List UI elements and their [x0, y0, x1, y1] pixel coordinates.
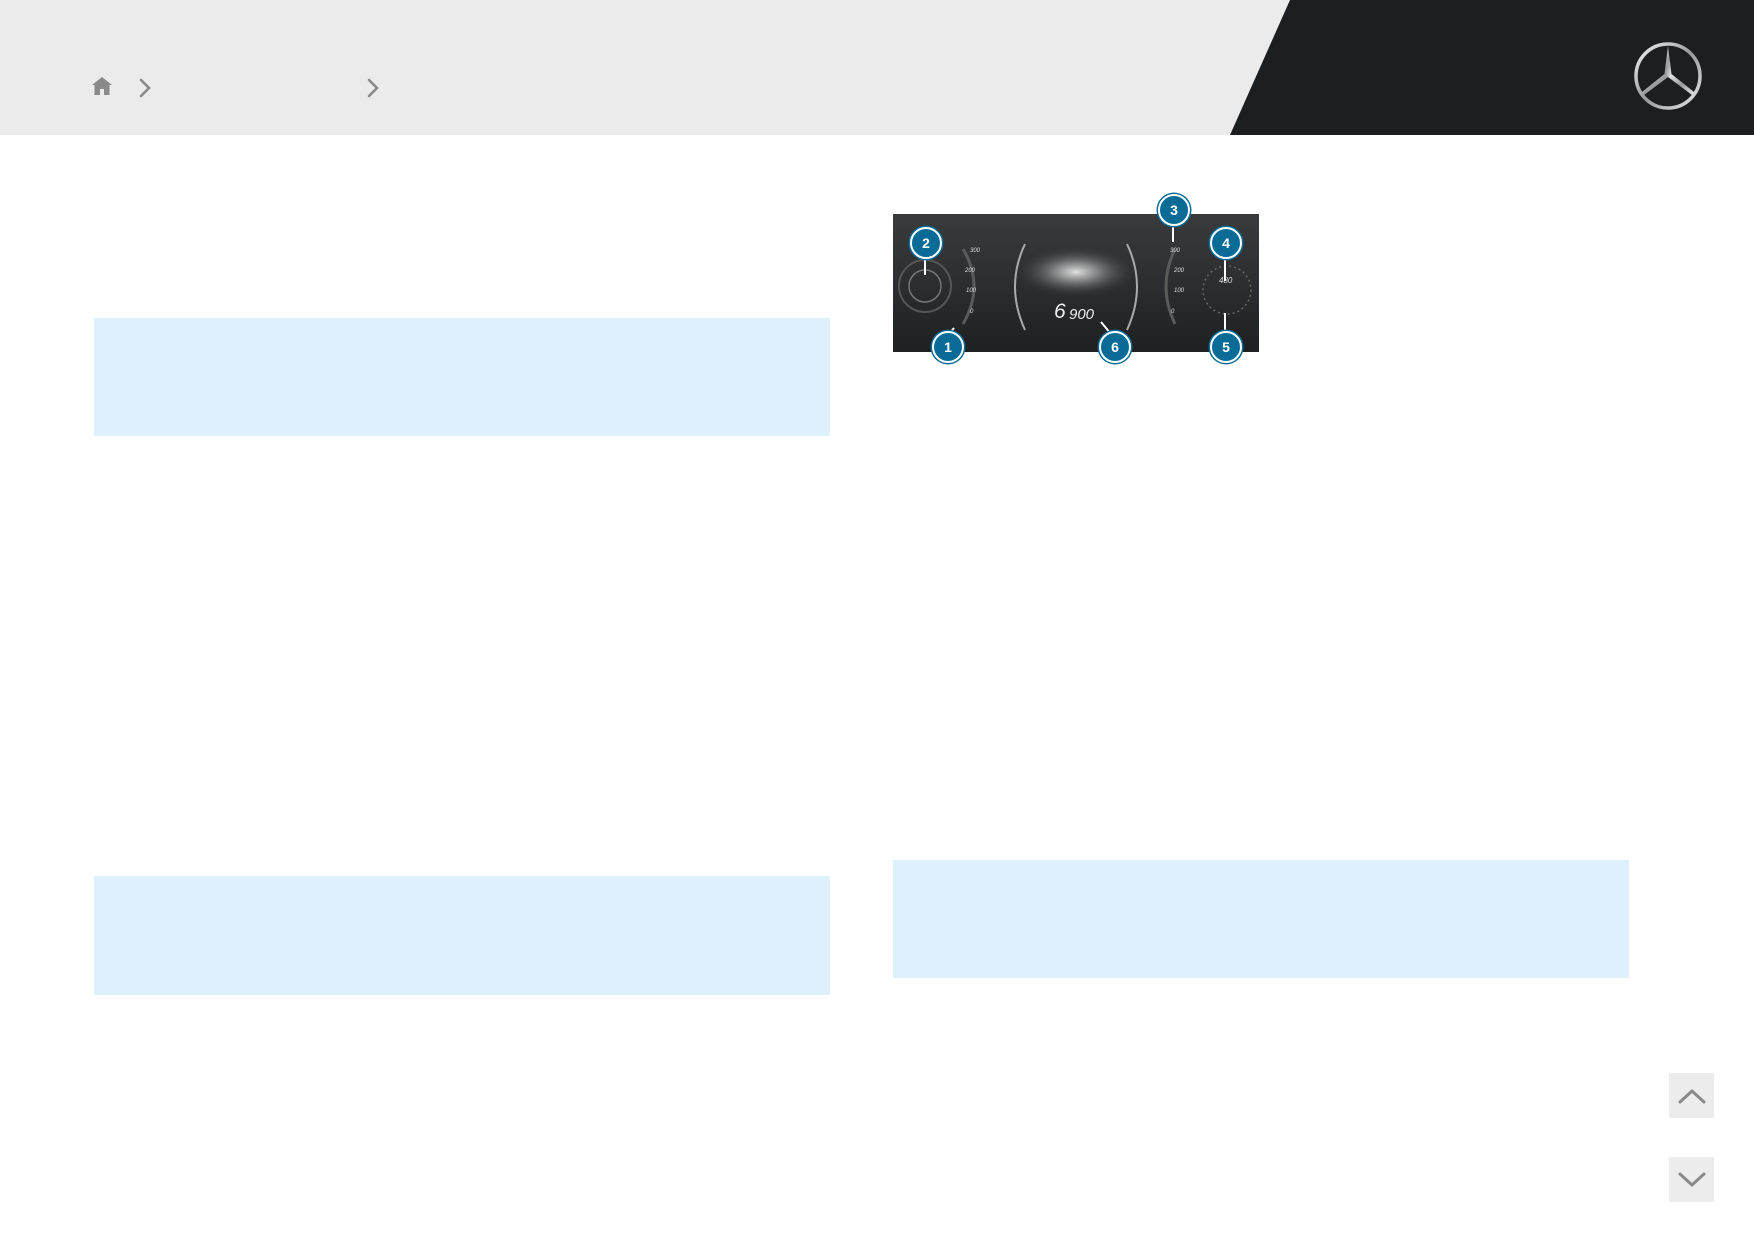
callout-leader	[924, 255, 926, 275]
left-gauge-tick: 0	[970, 309, 974, 315]
home-icon[interactable]	[90, 74, 114, 98]
callout-leader	[1172, 222, 1174, 242]
callout-leader	[1224, 313, 1226, 331]
callout-2: 2	[910, 227, 942, 259]
left-gauge-tick: 100	[966, 288, 977, 294]
center-reading-minor: 900	[1069, 306, 1095, 323]
left-gauge-tick: 300	[970, 248, 981, 254]
chevron-right-icon	[367, 78, 379, 98]
note-box	[893, 860, 1629, 978]
callout-6: 6	[1099, 331, 1131, 363]
callout-3: 3	[1158, 194, 1190, 226]
callout-4: 4	[1210, 227, 1242, 259]
callout-5: 5	[1210, 331, 1242, 363]
right-gauge-tick: 0	[1171, 309, 1175, 315]
scroll-up-button[interactable]	[1669, 1073, 1714, 1118]
callout-leader	[1224, 255, 1226, 281]
note-box	[94, 876, 830, 995]
right-gauge-tick: 100	[1174, 288, 1185, 294]
callout-1: 1	[932, 331, 964, 363]
mercedes-star-icon[interactable]	[1632, 40, 1704, 112]
center-reading-major: 6	[1054, 300, 1066, 323]
left-gauge-tick: 200	[965, 268, 976, 274]
note-box	[94, 318, 830, 436]
chevron-down-icon	[1678, 1172, 1705, 1187]
instrument-cluster-illustration: 300 200 100 0 300 200 100 0 6 900 480	[893, 214, 1259, 352]
scroll-down-button[interactable]	[1669, 1157, 1714, 1202]
right-gauge-tick: 200	[1174, 268, 1185, 274]
right-gauge-tick: 300	[1170, 248, 1181, 254]
chevron-up-icon	[1678, 1088, 1705, 1103]
chevron-right-icon	[139, 78, 151, 98]
